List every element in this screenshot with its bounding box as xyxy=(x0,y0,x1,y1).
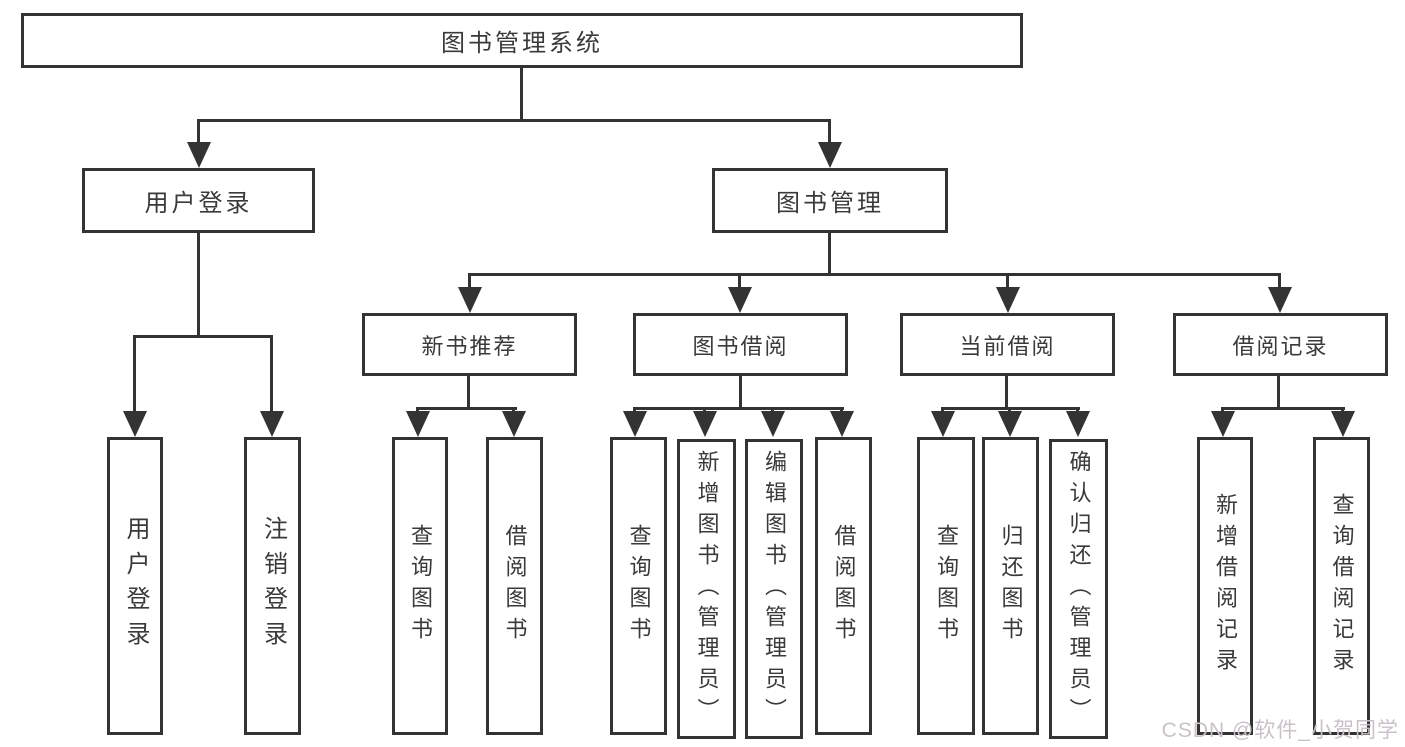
connector-line xyxy=(416,407,517,410)
connector-line xyxy=(633,407,636,414)
leaf-edit-books-admin-label: 编辑图书（管理员） xyxy=(762,449,787,729)
arrowhead xyxy=(406,411,430,437)
connector-line xyxy=(270,335,273,413)
leaf-return-books: 归还图书 xyxy=(982,437,1039,735)
leaf-borrow-books-borrowing: 借阅图书 xyxy=(815,437,872,735)
connector-line xyxy=(739,376,742,409)
connector-line xyxy=(1341,407,1344,414)
leaf-confirm-return-admin: 确认归还（管理员） xyxy=(1049,439,1108,739)
new-book-recommend-label: 新书推荐 xyxy=(421,333,518,359)
leaf-query-books-borrowing: 查询图书 xyxy=(610,437,667,735)
connector-line xyxy=(738,273,741,289)
arrowhead xyxy=(123,411,147,437)
connector-line xyxy=(512,407,515,414)
leaf-logout: 注销登录 xyxy=(244,437,301,735)
leaf-return-books-label: 归还图书 xyxy=(998,524,1024,648)
current-borrowing-label: 当前借阅 xyxy=(959,333,1056,359)
connector-line xyxy=(703,407,706,414)
leaf-borrow-books-recommend-label: 借阅图书 xyxy=(502,524,528,648)
connector-line xyxy=(468,273,471,289)
arrowhead xyxy=(761,411,785,437)
connector-line xyxy=(1221,407,1345,410)
arrowhead xyxy=(1211,411,1235,437)
box-book-borrowing: 图书借阅 xyxy=(633,313,848,376)
connector-line xyxy=(1006,273,1009,289)
connector-line xyxy=(416,407,419,414)
book-management-label: 图书管理 xyxy=(776,190,884,217)
box-user-login: 用户登录 xyxy=(82,168,315,233)
connector-line xyxy=(520,68,523,119)
connector-line xyxy=(197,119,200,147)
arrowhead xyxy=(502,411,526,437)
user-login-label: 用户登录 xyxy=(144,190,253,217)
arrowhead xyxy=(830,411,854,437)
arrowhead xyxy=(1066,411,1090,437)
arrowhead xyxy=(693,411,717,437)
leaf-query-borrow-record: 查询借阅记录 xyxy=(1313,437,1370,735)
arrowhead xyxy=(818,142,842,168)
connector-line xyxy=(467,376,470,409)
arrowhead xyxy=(1331,411,1355,437)
connector-line xyxy=(1277,376,1280,409)
leaf-confirm-return-admin-label: 确认归还（管理员） xyxy=(1066,449,1092,729)
leaf-add-borrow-record-label: 新增借阅记录 xyxy=(1213,493,1238,679)
book-borrowing-label: 图书借阅 xyxy=(692,333,789,359)
leaf-query-borrow-record-label: 查询借阅记录 xyxy=(1329,493,1355,679)
connector-line xyxy=(1278,273,1281,289)
connector-line xyxy=(771,407,774,414)
connector-line xyxy=(197,233,200,337)
leaf-user-login: 用户登录 xyxy=(107,437,163,735)
root-label: 图书管理系统 xyxy=(441,30,603,57)
box-book-management: 图书管理 xyxy=(712,168,948,233)
arrowhead xyxy=(260,411,284,437)
connector-line xyxy=(828,119,831,147)
connector-line xyxy=(1221,407,1224,414)
connector-line xyxy=(133,335,273,338)
connector-line xyxy=(468,273,1281,276)
leaf-query-books-current-label: 查询图书 xyxy=(934,524,959,648)
arrowhead xyxy=(931,411,955,437)
leaf-add-borrow-record: 新增借阅记录 xyxy=(1197,437,1253,735)
leaf-borrow-books-recommend: 借阅图书 xyxy=(486,437,543,735)
leaf-add-books-admin-label: 新增图书（管理员） xyxy=(694,449,720,729)
leaf-logout-label: 注销登录 xyxy=(259,516,287,656)
leaf-query-books-recommend: 查询图书 xyxy=(392,437,448,735)
connector-line xyxy=(197,119,831,122)
arrowhead xyxy=(996,287,1020,313)
connector-line xyxy=(1005,376,1008,409)
connector-line xyxy=(840,407,843,414)
leaf-query-books-borrowing-label: 查询图书 xyxy=(626,524,652,648)
connector-line xyxy=(1076,407,1079,414)
arrowhead xyxy=(458,287,482,313)
arrowhead xyxy=(728,287,752,313)
box-borrowing-records: 借阅记录 xyxy=(1173,313,1388,376)
leaf-query-books-recommend-label: 查询图书 xyxy=(408,524,433,648)
arrowhead xyxy=(998,411,1022,437)
connector-line xyxy=(1008,407,1011,414)
leaf-user-login-label: 用户登录 xyxy=(122,516,149,656)
arrowhead xyxy=(623,411,647,437)
leaf-edit-books-admin: 编辑图书（管理员） xyxy=(745,439,803,739)
connector-line xyxy=(828,233,831,275)
connector-line xyxy=(633,407,844,410)
leaf-query-books-current: 查询图书 xyxy=(917,437,975,735)
arrowhead xyxy=(1268,287,1292,313)
box-current-borrowing: 当前借阅 xyxy=(900,313,1115,376)
leaf-borrow-books-borrowing-label: 借阅图书 xyxy=(831,524,857,648)
watermark: CSDN @软件_小贺同学 xyxy=(1161,719,1399,742)
connector-line xyxy=(133,335,136,413)
box-new-book-recommend: 新书推荐 xyxy=(362,313,577,376)
leaf-add-books-admin: 新增图书（管理员） xyxy=(677,439,736,739)
arrowhead xyxy=(187,142,211,168)
borrowing-records-label: 借阅记录 xyxy=(1232,333,1329,359)
box-library-management-system: 图书管理系统 xyxy=(21,13,1023,68)
connector-line xyxy=(941,407,944,414)
